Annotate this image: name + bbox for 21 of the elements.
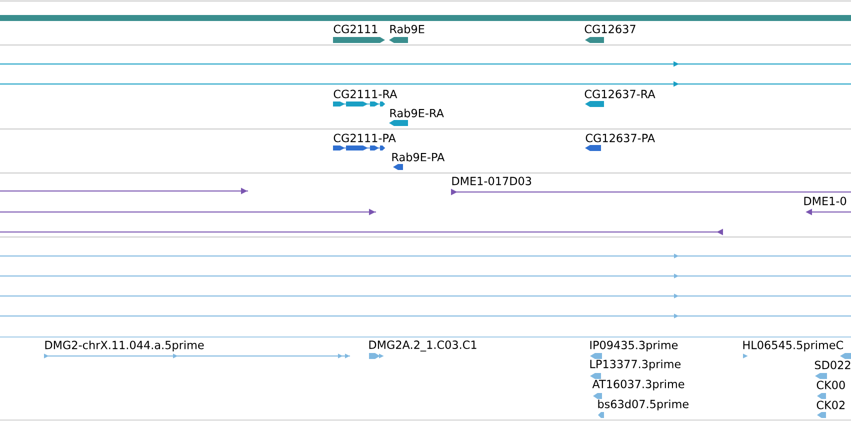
feature-label: SD022 [814,360,850,370]
feature-label: Rab9E-RA [390,108,444,118]
feature-label: Rab9E [390,24,424,34]
feature-label: CG12637-PA [586,134,655,142]
feature-label: CG2111 [334,24,378,34]
feature-label: CK02 [816,400,844,410]
feature-label: AT16037.3prime [592,380,684,390]
feature-label: IP09435.3prime [590,340,678,352]
feature-label: HL06545.5primeC [743,340,843,352]
feature-label: DME1-0 [804,196,846,206]
feature-label: Rab9E-PA [392,152,445,162]
feature-label: DME1-017D03 [452,176,532,186]
feature-label: LP13377.3prime [590,360,681,370]
feature-label: CG2111-PA [334,134,396,142]
feature-label: DMG2-chrX.11.044.a.5prime [45,340,204,352]
feature-label: CK00 [816,380,845,390]
feature-label: CG12637-RA [584,90,656,98]
feature-label: DMG2A.2_1.C03.C1 [369,340,476,352]
feature-label: CG2111-RA [334,90,398,98]
feature-label: CG12637 [584,24,636,34]
feature-label: bs63d07.5prime [598,400,688,410]
